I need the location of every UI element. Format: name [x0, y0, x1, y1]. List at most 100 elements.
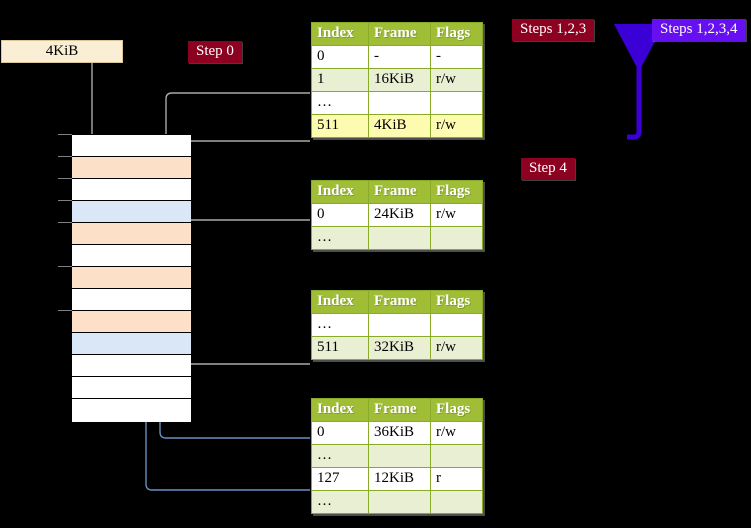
cell-frame: -	[368, 45, 431, 69]
page-table-l3: Index Frame Flags 0 24KiB r/w …	[311, 180, 483, 250]
table-row: 127 12KiB r	[311, 467, 483, 491]
cell-flags: r/w	[430, 203, 483, 227]
cell-flags	[430, 490, 483, 514]
memory-tick	[58, 200, 72, 201]
cell-index: 0	[311, 421, 369, 445]
cell-flags	[430, 91, 483, 115]
cell-index: 1	[311, 68, 369, 92]
memory-row	[72, 377, 191, 399]
cell-index: …	[311, 490, 369, 514]
cell-frame	[368, 226, 431, 250]
badge-step-4: Step 4	[521, 158, 575, 180]
cell-index: 0	[311, 203, 369, 227]
memory-row	[72, 223, 191, 245]
cell-frame: 32KiB	[368, 336, 431, 360]
column-header-index: Index	[311, 290, 369, 314]
memory-row	[72, 399, 191, 422]
table-header-row: Index Frame Flags	[311, 22, 483, 46]
badge-steps-1234: Steps 1,2,3,4	[652, 19, 746, 41]
table-row: 0 - -	[311, 45, 483, 69]
column-header-index: Index	[311, 180, 369, 204]
memory-tick	[58, 266, 72, 267]
table-row: 0 24KiB r/w	[311, 203, 483, 227]
badge-label: Step 0	[196, 43, 234, 59]
cell-flags	[430, 313, 483, 337]
table-row-highlighted: 511 4KiB r/w	[311, 114, 483, 138]
cell-flags: r/w	[430, 114, 483, 138]
cell-frame: 4KiB	[368, 114, 431, 138]
connector-l3-to-memory	[176, 219, 310, 250]
column-header-flags: Flags	[430, 22, 483, 46]
cell-frame: 36KiB	[368, 421, 431, 445]
badge-steps-123: Steps 1,2,3	[512, 19, 595, 41]
cell-flags: r/w	[430, 68, 483, 92]
column-header-flags: Flags	[430, 398, 483, 422]
cell-frame	[368, 444, 431, 468]
table-row: 0 36KiB r/w	[311, 421, 483, 445]
memory-row	[72, 333, 191, 355]
table-row: …	[311, 91, 483, 115]
memory-row	[72, 311, 191, 333]
column-header-index: Index	[311, 398, 369, 422]
cell-frame: 12KiB	[368, 467, 431, 491]
table-row: …	[311, 444, 483, 468]
memory-row	[72, 201, 191, 223]
memory-row	[72, 289, 191, 311]
column-header-flags: Flags	[430, 180, 483, 204]
cell-frame	[368, 91, 431, 115]
cell-frame	[368, 490, 431, 514]
memory-tick	[58, 156, 72, 157]
cell-frame: 24KiB	[368, 203, 431, 227]
memory-row	[72, 267, 191, 289]
column-header-frame: Frame	[368, 290, 431, 314]
badge-label: Steps 1,2,3,4	[660, 21, 738, 37]
badge-label: Steps 1,2,3	[520, 21, 587, 37]
page-table-l4: Index Frame Flags 0 - - 1 16KiB r/w …	[311, 22, 483, 138]
memory-column	[71, 134, 191, 422]
cell-index: 0	[311, 45, 369, 69]
size-box-label: 4KiB	[45, 43, 79, 59]
cell-flags: r/w	[430, 421, 483, 445]
table-header-row: Index Frame Flags	[311, 398, 483, 422]
cell-flags: r/w	[430, 336, 483, 360]
table-header-row: Index Frame Flags	[311, 290, 483, 314]
cell-frame: 16KiB	[368, 68, 431, 92]
column-header-index: Index	[311, 22, 369, 46]
column-header-frame: Frame	[368, 180, 431, 204]
table-row: 511 32KiB r/w	[311, 336, 483, 360]
size-box-4kib: 4KiB	[1, 40, 123, 63]
cell-index: 127	[311, 467, 369, 491]
column-header-flags: Flags	[430, 290, 483, 314]
cell-index: …	[311, 444, 369, 468]
table-row: 1 16KiB r/w	[311, 68, 483, 92]
table-row: …	[311, 490, 483, 514]
connector-l2-to-memory	[176, 314, 310, 365]
column-header-frame: Frame	[368, 398, 431, 422]
table-header-row: Index Frame Flags	[311, 180, 483, 204]
memory-row	[72, 157, 191, 179]
column-header-frame: Frame	[368, 22, 431, 46]
memory-tick	[58, 222, 72, 223]
memory-row	[72, 245, 191, 267]
page-table-l2: Index Frame Flags … 511 32KiB r/w	[311, 290, 483, 360]
cell-flags	[430, 444, 483, 468]
steps-flow-arrow	[614, 24, 664, 140]
cell-index: 511	[311, 114, 369, 138]
cell-frame	[368, 313, 431, 337]
badge-step-0: Step 0	[188, 41, 242, 63]
cell-flags: r	[430, 467, 483, 491]
page-table-l1: Index Frame Flags 0 36KiB r/w … 127 12Ki…	[311, 398, 483, 514]
memory-tick	[58, 134, 72, 135]
cell-flags	[430, 226, 483, 250]
memory-row	[72, 355, 191, 377]
cell-flags: -	[430, 45, 483, 69]
table-row: …	[311, 313, 483, 337]
cell-index: 511	[311, 336, 369, 360]
memory-row	[72, 135, 191, 157]
table-row: …	[311, 226, 483, 250]
memory-tick	[58, 178, 72, 179]
memory-tick	[58, 310, 72, 311]
cell-index: …	[311, 313, 369, 337]
cell-index: …	[311, 91, 369, 115]
